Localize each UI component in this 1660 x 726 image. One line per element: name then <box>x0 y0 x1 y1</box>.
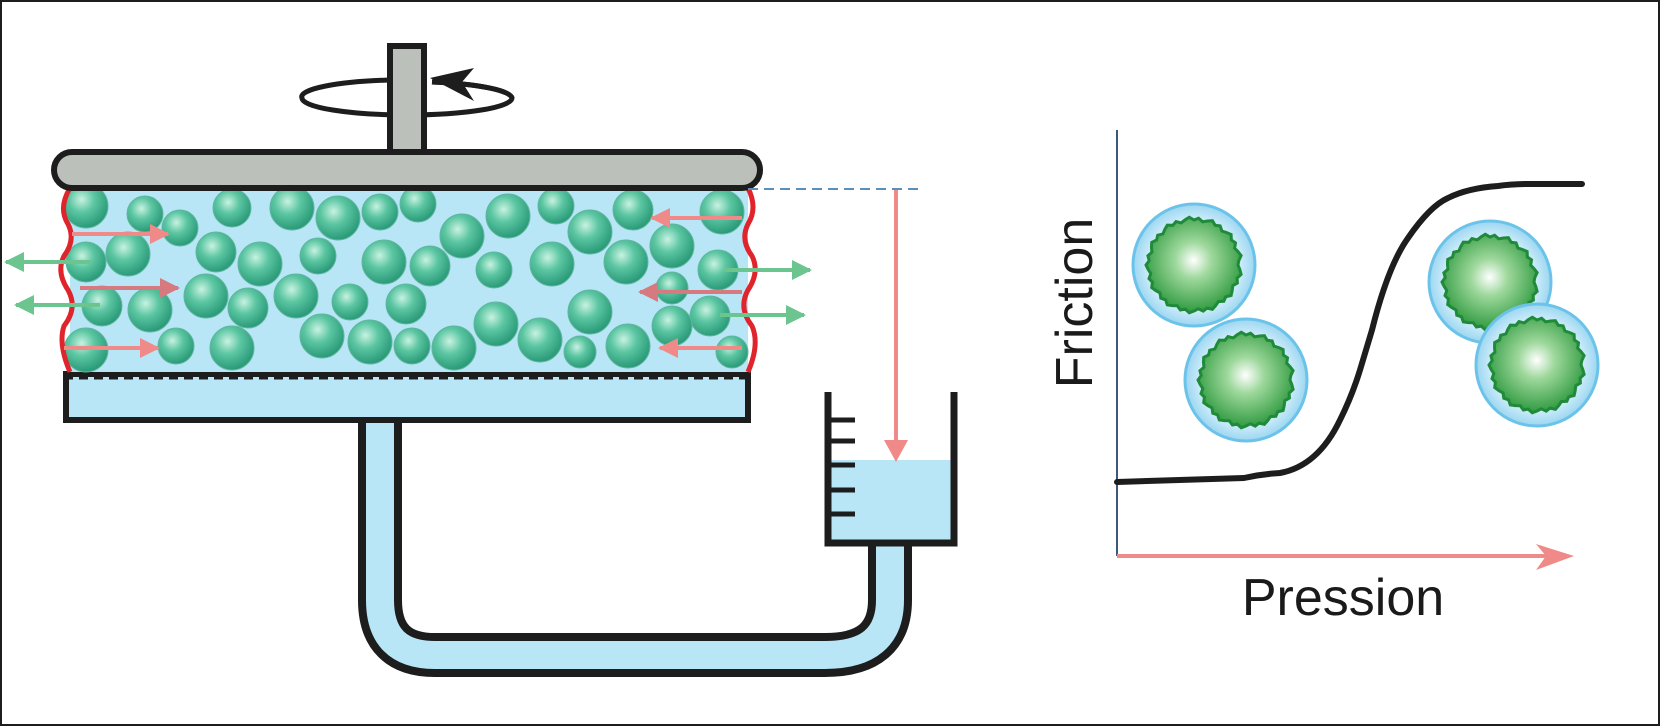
bead <box>299 313 345 359</box>
particle-core <box>1144 215 1243 315</box>
bead <box>439 213 485 259</box>
bead <box>567 209 613 255</box>
measuring-cylinder <box>824 392 958 547</box>
bead <box>126 195 164 233</box>
coated-particle <box>1131 202 1257 328</box>
bead <box>237 241 283 287</box>
sample-chamber <box>58 183 758 380</box>
bead <box>361 239 407 285</box>
bead <box>699 189 745 235</box>
bead <box>269 185 315 231</box>
particle-core <box>1487 315 1586 415</box>
base-reservoir <box>63 371 751 423</box>
coated-particle <box>1183 317 1309 443</box>
drive-shaft <box>299 43 515 155</box>
bead <box>517 317 563 363</box>
bead <box>605 323 651 369</box>
rotating-lid <box>51 149 763 191</box>
bead <box>431 325 477 371</box>
bead <box>563 335 597 369</box>
bead <box>209 325 255 371</box>
collected-liquid <box>828 460 954 540</box>
right-membrane <box>741 186 758 373</box>
rotation-arrow-icon <box>430 68 474 101</box>
friction-curve <box>1114 181 1585 485</box>
bead <box>105 231 151 277</box>
x-axis-label: Pression <box>1242 569 1444 627</box>
bead <box>315 195 361 241</box>
left-membrane <box>58 186 75 373</box>
bead <box>649 223 695 269</box>
bead <box>195 231 237 273</box>
bead <box>603 239 649 285</box>
bead <box>127 287 173 333</box>
bead <box>361 193 399 231</box>
bead <box>299 237 337 275</box>
bead <box>475 251 513 289</box>
bead <box>212 188 252 228</box>
bead <box>227 287 269 329</box>
bead <box>537 187 575 225</box>
cylinder-graduations <box>828 417 855 517</box>
friction-pressure-graph: Friction Pression <box>1046 130 1600 627</box>
bead <box>651 305 693 347</box>
bead <box>473 301 519 347</box>
bead <box>715 335 749 369</box>
bead <box>385 283 427 325</box>
bead <box>347 319 393 365</box>
bead <box>183 273 229 319</box>
bead <box>529 241 575 287</box>
drain-tube <box>358 410 912 677</box>
bead <box>409 245 451 287</box>
bead <box>567 289 613 335</box>
bead <box>273 273 319 319</box>
coated-particle <box>1474 302 1600 428</box>
lateral-arrows <box>4 208 812 358</box>
bead <box>331 283 369 321</box>
bead <box>161 209 199 247</box>
bead <box>157 327 195 365</box>
x-axis-arrowhead <box>1536 544 1574 570</box>
bead <box>399 185 437 223</box>
bead <box>485 193 531 239</box>
bead <box>612 189 654 231</box>
particle-group <box>1131 202 1600 443</box>
displacement-arrowhead <box>884 440 908 462</box>
y-axis-label: Friction <box>1046 218 1104 388</box>
bead-cluster <box>63 183 749 373</box>
bead <box>655 271 689 305</box>
bead <box>393 327 431 365</box>
particle-core <box>1196 330 1295 430</box>
